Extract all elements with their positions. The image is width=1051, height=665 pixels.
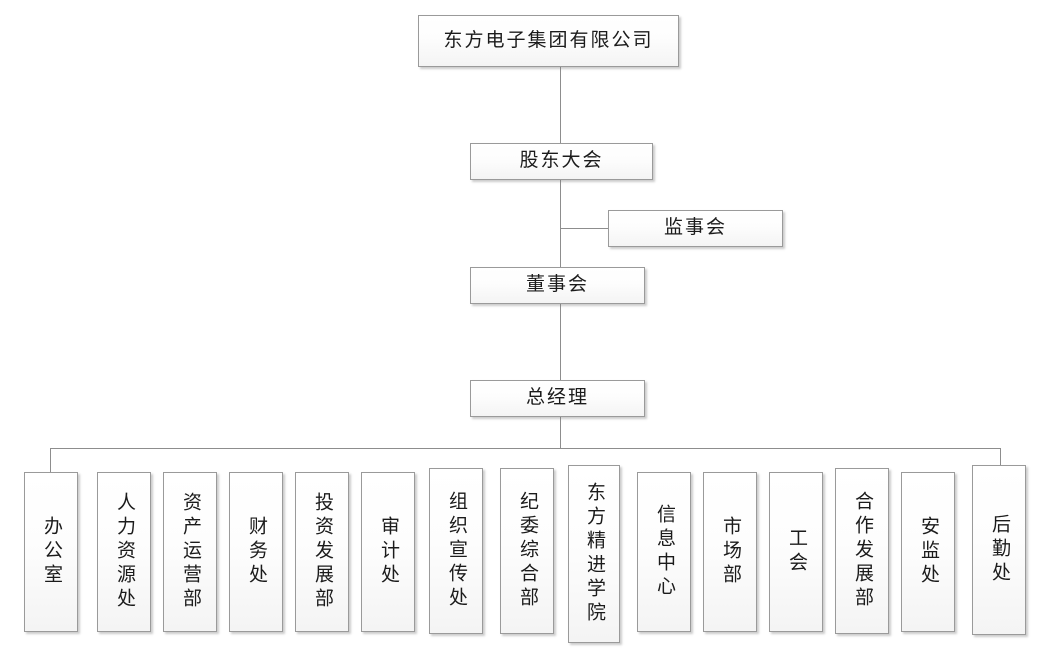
connector-bus-to-last-department <box>1000 448 1001 465</box>
department-label: 安监处 <box>917 516 939 588</box>
node-board-of-directors[interactable]: 董事会 <box>470 267 645 304</box>
department-label: 人力资源处 <box>113 492 135 612</box>
department-box-marketing[interactable]: 市场部 <box>703 472 757 632</box>
connector-shareholders-to-directors <box>560 180 561 267</box>
department-label: 办公室 <box>40 516 62 588</box>
department-label: 后勤处 <box>988 514 1010 586</box>
node-board-of-supervisors-label: 监事会 <box>663 217 727 239</box>
department-label: 工会 <box>785 528 807 576</box>
node-company-label: 东方电子集团有限公司 <box>443 29 654 51</box>
department-label: 财务处 <box>245 516 267 588</box>
department-label: 信息中心 <box>653 504 675 600</box>
node-shareholders-meeting-label: 股东大会 <box>519 150 604 172</box>
department-label: 组织宣传处 <box>445 491 467 611</box>
node-board-of-directors-label: 董事会 <box>525 274 589 296</box>
connector-manager-to-bus <box>560 417 561 448</box>
node-board-of-supervisors[interactable]: 监事会 <box>608 210 783 247</box>
department-box-office[interactable]: 办公室 <box>24 472 78 632</box>
department-box-safety-supervision[interactable]: 安监处 <box>901 472 955 632</box>
connector-directors-to-manager <box>560 303 561 380</box>
department-box-information-center[interactable]: 信息中心 <box>637 472 691 632</box>
node-general-manager-label: 总经理 <box>525 387 589 409</box>
department-box-discipline-general[interactable]: 纪委综合部 <box>500 468 554 634</box>
node-company[interactable]: 东方电子集团有限公司 <box>418 15 679 67</box>
connector-department-bus <box>50 448 1001 449</box>
node-general-manager[interactable]: 总经理 <box>470 380 645 417</box>
connector-trunk-to-supervisors <box>560 228 608 229</box>
department-box-dongfang-academy[interactable]: 东方精进学院 <box>568 465 620 643</box>
department-box-asset-operations[interactable]: 资产运营部 <box>163 472 217 632</box>
department-label: 投资发展部 <box>311 492 333 612</box>
department-label: 合作发展部 <box>851 491 873 611</box>
connector-bus-to-first-department <box>50 448 51 472</box>
department-box-investment-development[interactable]: 投资发展部 <box>295 472 349 632</box>
department-box-labor-union[interactable]: 工会 <box>769 472 823 632</box>
department-box-organization-publicity[interactable]: 组织宣传处 <box>429 468 483 634</box>
department-box-finance[interactable]: 财务处 <box>229 472 283 632</box>
department-label: 东方精进学院 <box>583 482 605 626</box>
department-label: 市场部 <box>719 516 741 588</box>
department-box-human-resources[interactable]: 人力资源处 <box>97 472 151 632</box>
connector-company-to-shareholders <box>560 67 561 143</box>
department-box-logistics[interactable]: 后勤处 <box>972 465 1026 635</box>
department-box-cooperation-development[interactable]: 合作发展部 <box>835 468 889 634</box>
node-shareholders-meeting[interactable]: 股东大会 <box>470 143 653 180</box>
department-box-audit[interactable]: 审计处 <box>361 472 415 632</box>
department-label: 审计处 <box>377 516 399 588</box>
department-label: 资产运营部 <box>179 492 201 612</box>
department-label: 纪委综合部 <box>516 491 538 611</box>
